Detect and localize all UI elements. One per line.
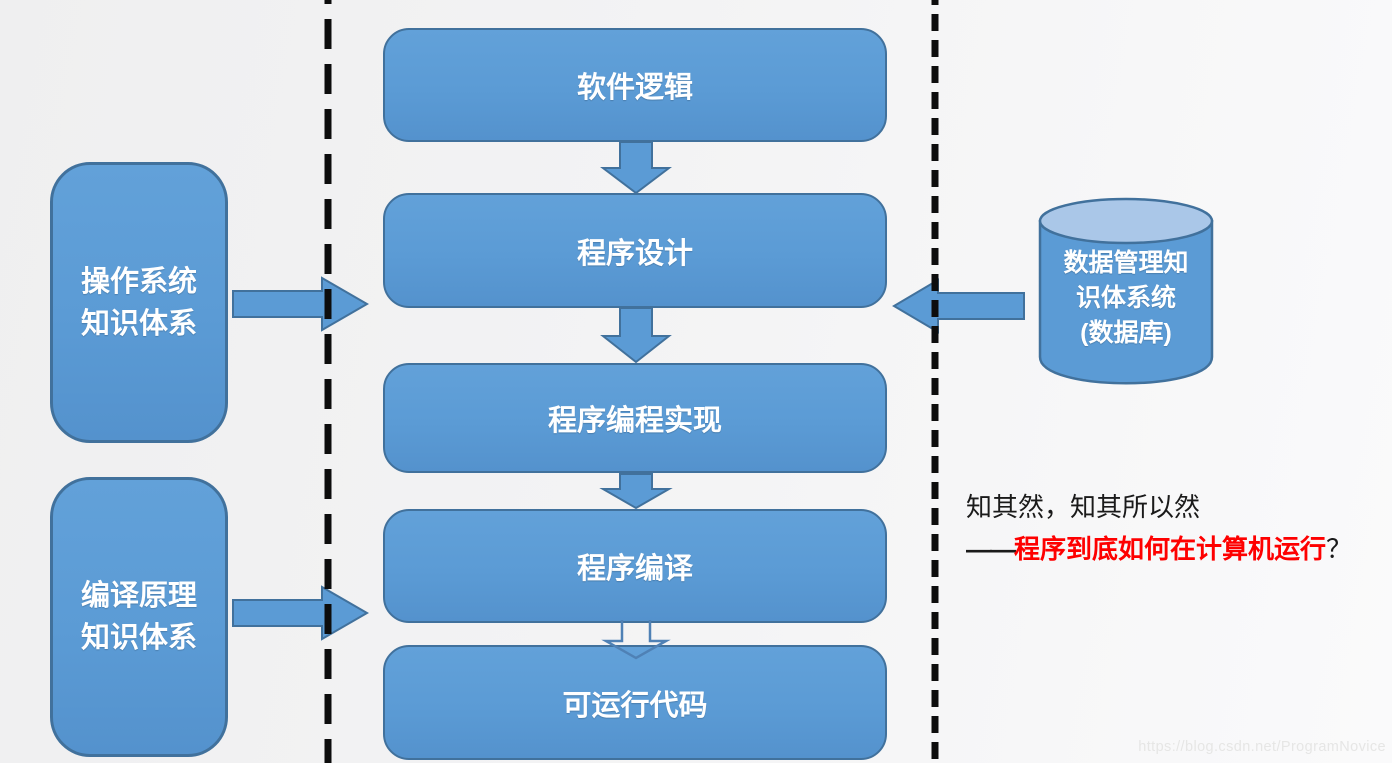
side-box-compiler-knowledge: 编译原理 知识体系 (50, 477, 228, 757)
flow-box-programming-implementation: 程序编程实现 (383, 363, 887, 473)
annotation-highlight: 程序到底如何在计算机运行 (1014, 534, 1327, 564)
right-arrow-icon (232, 276, 369, 332)
flow-box-label: 程序编译 (576, 553, 693, 585)
right-arrow-icon (232, 585, 369, 641)
flow-box-label: 可运行代码 (562, 689, 708, 722)
annotation-line2: ——程序到底如何在计算机运行？ (966, 528, 1352, 570)
down-arrow-icon (599, 473, 673, 510)
annotation-dash: —— (966, 534, 1016, 564)
flow-box-software-logic: 软件逻辑 (383, 28, 887, 142)
annotation-text: 知其然，知其所以然 ——程序到底如何在计算机运行？ (966, 486, 1352, 570)
down-arrow-icon (600, 141, 672, 195)
flow-box-label: 程序编程实现 (547, 405, 722, 437)
flow-box-label: 软件逻辑 (576, 72, 693, 104)
flow-box-program-design: 程序设计 (383, 193, 887, 308)
left-arrow-icon (892, 278, 1025, 334)
database-label: 数据管理知 识体系统 (数据库) (1063, 249, 1189, 347)
flow-box-label: 程序设计 (576, 237, 693, 270)
down-arrow-icon (600, 307, 672, 364)
annotation-suffix: ？ (1326, 534, 1353, 564)
flow-box-program-compilation: 程序编译 (383, 509, 887, 623)
watermark-url: https://blog.csdn.net/ProgramNovice (1138, 739, 1386, 755)
flow-box-runnable-code: 可运行代码 (383, 645, 887, 760)
side-box-os-knowledge: 操作系统 知识体系 (50, 162, 228, 443)
database-cylinder-top (1038, 197, 1214, 245)
annotation-line1: 知其然，知其所以然 (966, 492, 1201, 522)
side-box-label: 编译原理 知识体系 (80, 580, 197, 654)
side-box-label: 操作系统 知识体系 (80, 265, 197, 340)
